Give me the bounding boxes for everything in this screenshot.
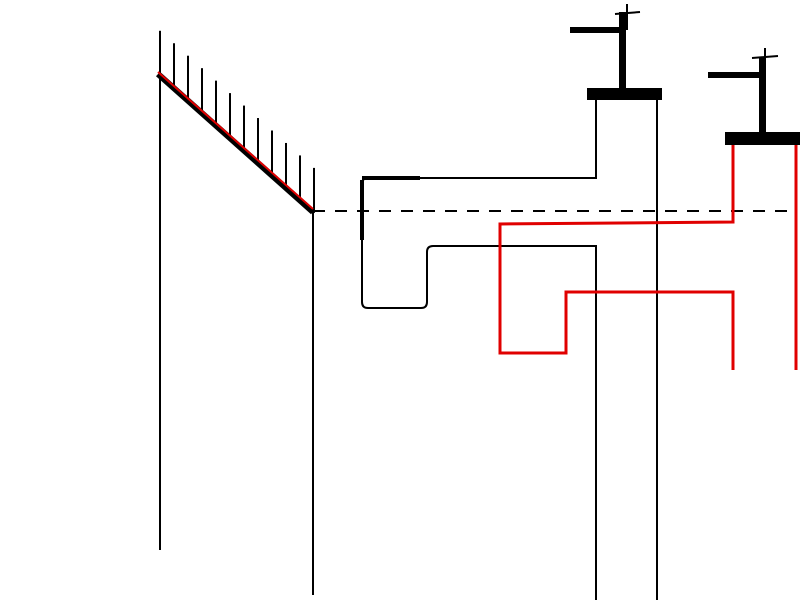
black-pipe-outline [361,177,597,600]
sloped-surface [156,71,315,215]
faucet-icon [570,4,662,100]
sloped-surface-highlight [157,71,314,210]
red-pipe-outline [498,145,735,370]
ground-hatching [159,30,315,213]
pipe-upper-outline [420,100,597,179]
faucet-icon [708,48,800,145]
